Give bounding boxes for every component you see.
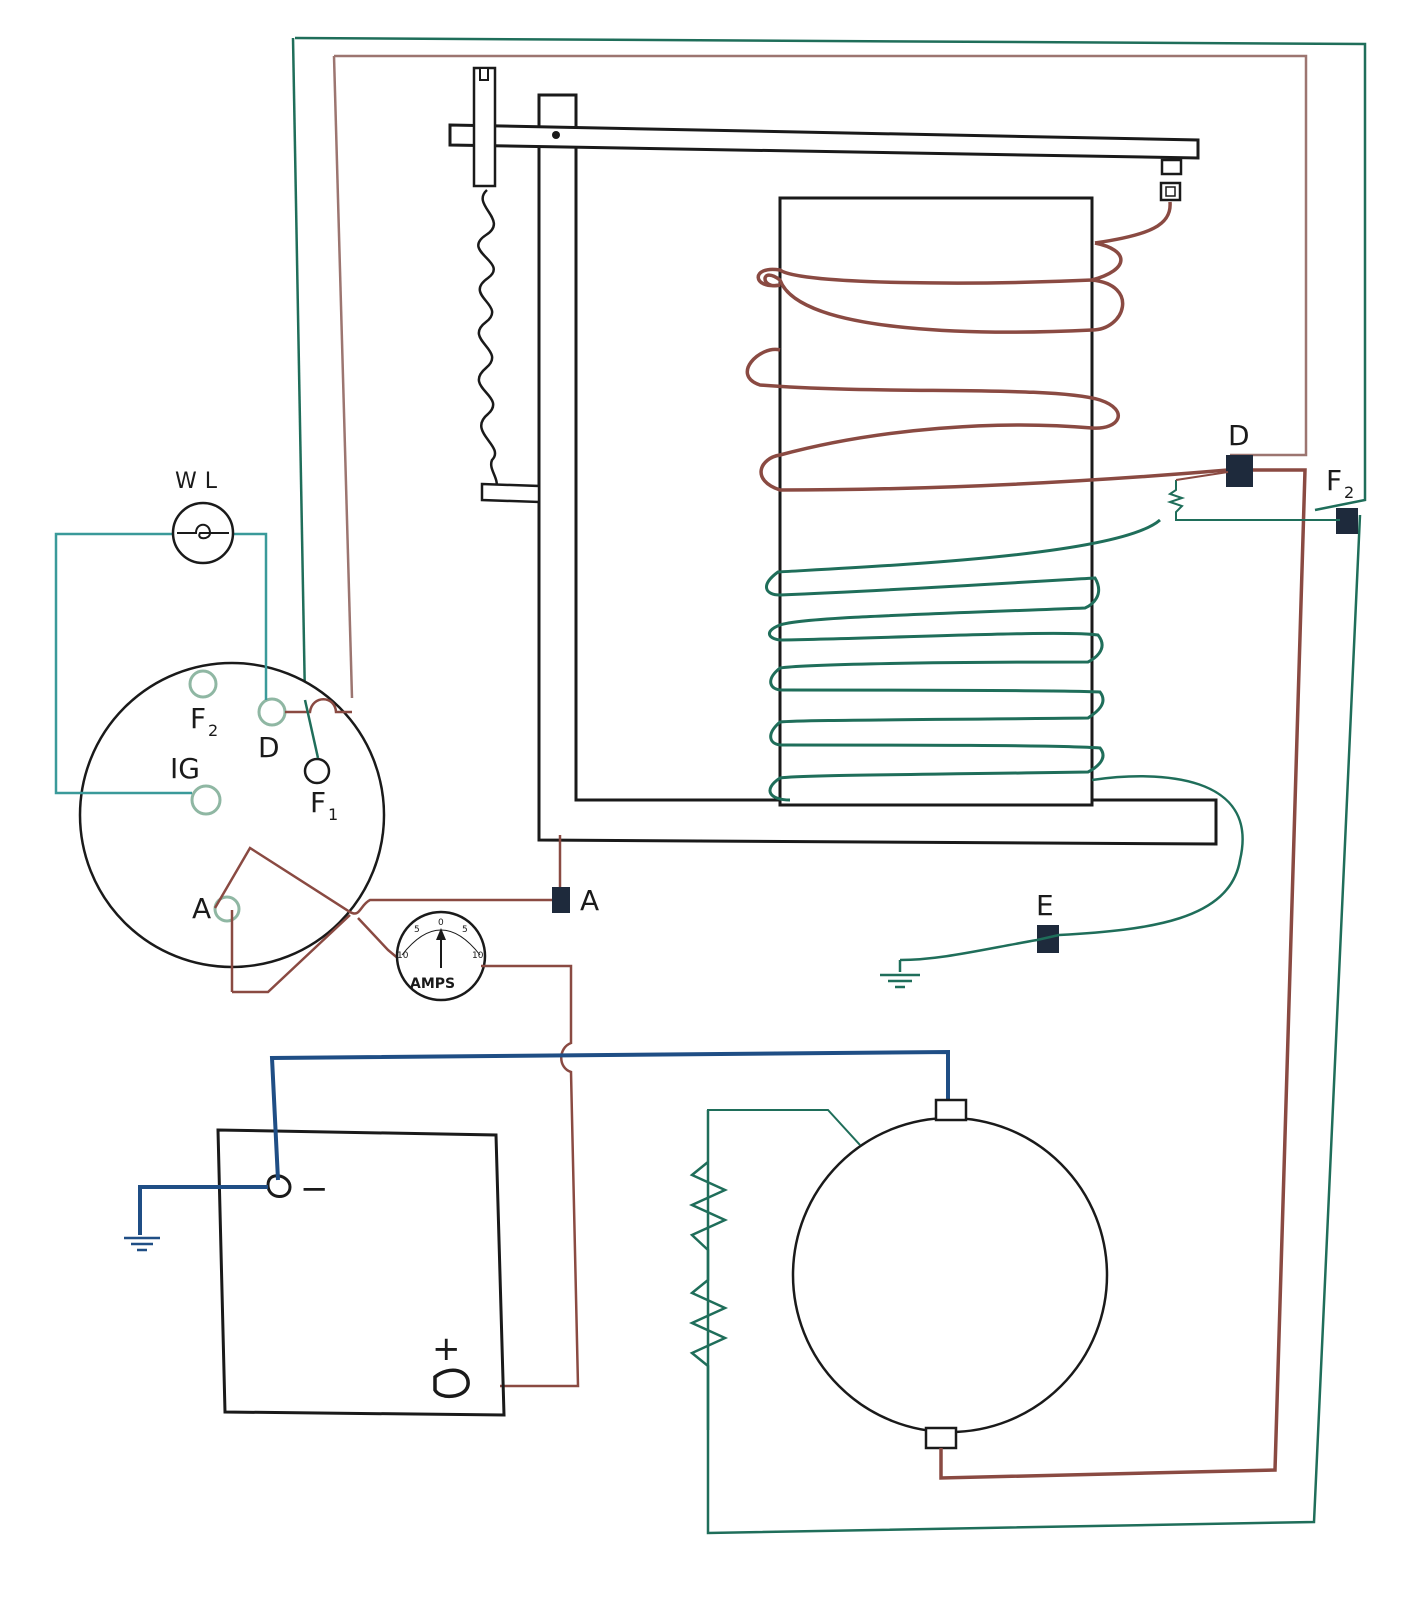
d-port-hop-wire [285, 698, 352, 714]
dynamo-body [791, 1116, 1109, 1434]
ammeter-scale-4: 5 [462, 925, 468, 935]
spring-foot [480, 482, 541, 504]
adjuster-slot [479, 67, 489, 81]
label-f1: F [310, 786, 326, 819]
brown-wire-left-drop [332, 55, 354, 699]
label-wl: WL [175, 469, 225, 494]
ammeter-scale-3: 0 [438, 918, 444, 928]
terminal-a[interactable] [552, 887, 570, 913]
label-d: D [258, 731, 280, 764]
battery-earth-icon [124, 1236, 160, 1252]
battery-neg-label: − [300, 1169, 329, 1209]
terminal-d-label: D [1228, 419, 1250, 452]
port-f1[interactable] [303, 757, 331, 785]
upper-contact [1160, 158, 1183, 176]
lamp-filament-icon [177, 523, 229, 540]
coil-core [778, 196, 1094, 807]
d-f2-resistor-icon [1166, 480, 1340, 521]
field-wire-top [707, 1109, 861, 1162]
battery-pos-label: + [432, 1329, 461, 1369]
earth-wire [899, 775, 1244, 962]
outer-green-wire [294, 36, 1367, 512]
terminal-d[interactable] [1226, 455, 1253, 487]
shunt-winding [745, 201, 1229, 492]
dynamo-to-d-wire [939, 468, 1307, 1480]
green-wire-right-drop [706, 514, 1362, 1535]
label-ig: IG [170, 752, 200, 785]
armature-bar [448, 123, 1200, 160]
brown-wire-top-loop [334, 54, 1308, 457]
terminal-f2-sub: 2 [1344, 483, 1354, 502]
bimetal-spring [477, 189, 499, 491]
label-a: A [192, 892, 211, 925]
series-winding [765, 518, 1161, 802]
ammeter-scale-1: 10 [397, 951, 409, 961]
ammeter-needle-tip [436, 928, 446, 940]
terminal-a-label: A [580, 884, 599, 917]
warning-lamp-wire-left [54, 532, 192, 795]
regulator-frame [537, 93, 1218, 846]
regulator-earth-icon [880, 960, 920, 989]
label-f2-sub: 2 [208, 721, 218, 740]
green-wire-left-drop [291, 37, 307, 701]
field-resistor-icon [688, 1161, 729, 1430]
port-ig[interactable] [190, 784, 222, 816]
shunt-winding-top [756, 241, 1123, 288]
port-f2[interactable] [188, 669, 218, 699]
f1-port-wire [303, 699, 320, 759]
armature-pivot [552, 131, 560, 139]
battery-body [216, 1128, 506, 1417]
battery-neg-terminal [266, 1174, 292, 1198]
ammeter-label: AMPS [410, 976, 455, 992]
ammeter-to-battery-wire [481, 964, 580, 1388]
dynamo-terminal-top[interactable] [934, 1098, 968, 1122]
ammeter-scale-5: 10 [472, 951, 484, 961]
terminal-f2-label: F [1326, 464, 1342, 497]
battery-neg-wire [269, 1049, 950, 1181]
label-f1-sub: 1 [328, 805, 338, 824]
dynamo-terminal-bottom[interactable] [924, 1426, 958, 1450]
warning-lamp-wire-right [233, 532, 268, 700]
ammeter-scale-2: 5 [414, 925, 420, 935]
terminal-e[interactable] [1037, 925, 1059, 953]
terminal-e-label: E [1036, 889, 1054, 922]
battery-earth-wire [138, 1185, 268, 1235]
battery-pos-terminal [433, 1368, 470, 1398]
label-f2: F [190, 702, 206, 735]
terminal-f2[interactable] [1336, 508, 1358, 534]
port-d[interactable] [257, 697, 287, 727]
a-port-wire [213, 846, 560, 994]
adjuster-post [472, 66, 497, 188]
